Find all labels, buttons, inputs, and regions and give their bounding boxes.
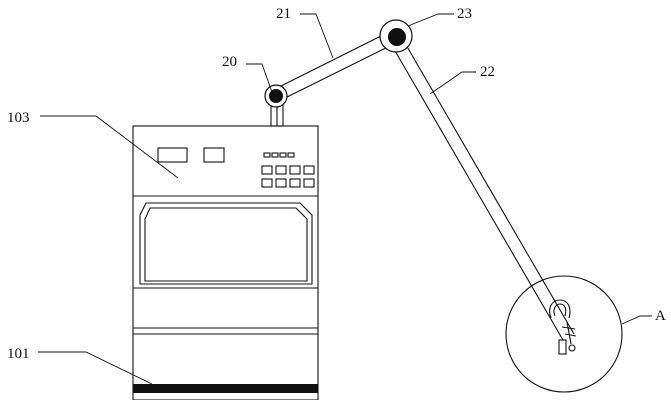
indicator-light [279,152,287,158]
tool-rod [564,333,577,337]
leader-20 [246,63,274,96]
leader-103 [40,115,179,179]
elbow-joint [379,19,413,53]
tool-nozzle [568,344,576,352]
keypad-button [303,178,315,188]
label-101: 101 [7,346,30,362]
lower-arm [390,37,575,341]
label-103: 103 [7,110,30,126]
keypad-button [261,165,273,175]
lower-arm-edge [401,37,575,335]
keypad-button [275,178,287,188]
base-band [133,384,318,393]
lower-arm-edge [390,43,564,341]
leader-lines [38,13,652,385]
door-window-outer [139,202,313,285]
detail-circle-a [505,275,623,393]
end-effector [549,299,577,355]
leader-21 [300,13,334,59]
display-screen-right [203,147,225,163]
label-21: 21 [276,6,291,22]
door-window-inner [144,207,308,282]
leader-101 [38,351,153,385]
leader-22 [429,71,476,95]
keypad-button [275,165,287,175]
gripper-hook [549,299,571,319]
display-screen-left [157,147,188,163]
indicator-light [287,152,295,158]
label-23: 23 [457,6,472,22]
shoulder-joint [264,84,288,108]
keypad-button [289,178,301,188]
leader-a [621,315,652,325]
keypad [261,165,315,188]
upper-arm-edge [278,40,401,102]
label-20: 20 [222,54,237,70]
indicator-light [263,152,271,158]
keypad-button [303,165,315,175]
end-tip [558,339,567,355]
tool-rod [566,321,572,345]
indicator-lights [263,152,295,158]
cabinet [132,125,319,400]
leader-23 [407,13,454,27]
keypad-button [289,165,301,175]
label-22: 22 [480,64,495,80]
upper-arm [272,29,401,102]
label-a: A [655,308,666,324]
keypad-button [261,178,273,188]
cabinet-body [132,125,319,400]
tool-rod [561,326,576,330]
gripper-hook-inner [553,303,567,317]
upper-arm-edge [272,29,394,91]
indicator-light [271,152,279,158]
